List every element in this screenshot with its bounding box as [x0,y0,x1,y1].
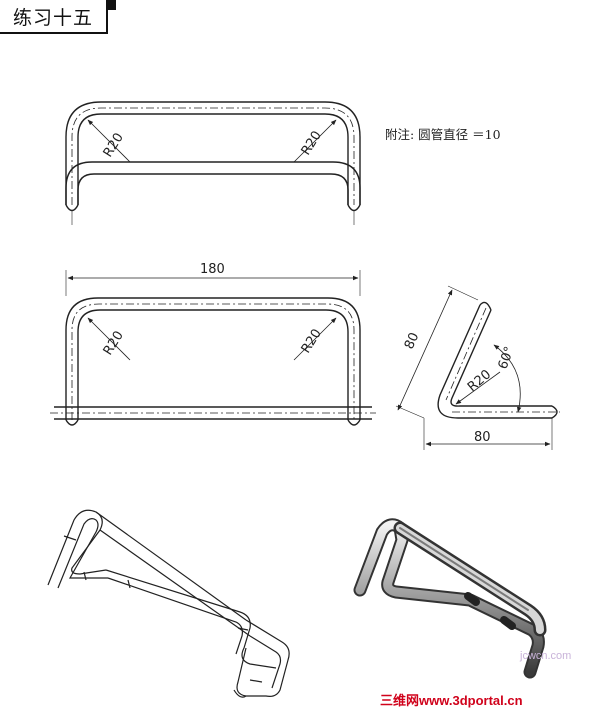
side-length-label: 80 [402,330,422,351]
side-base-label: 80 [474,430,491,445]
front-left-radius-label: R20 [101,328,127,358]
top-right-radius-label: R20 [299,128,325,158]
watermark-text: 三维网www.3dportal.cn [380,693,523,708]
watermark-logo: jcwcn.com [520,650,572,662]
front-view [50,270,376,426]
top-view [65,101,361,225]
title-tab-mark [108,0,116,10]
side-view [395,285,560,450]
exercise-title: 练习十五 [0,0,108,34]
shaded-3d-render [353,518,547,679]
side-radius-label: R20 [465,367,494,395]
side-angle-label: 60° [496,345,518,372]
front-right-radius-label: R20 [299,326,325,356]
top-left-radius-label: R20 [101,130,127,160]
front-width-label: 180 [200,262,225,277]
isometric-wireframe-view [47,509,290,698]
note-text: 附注: 圆管直径 ＝10 [385,127,501,142]
